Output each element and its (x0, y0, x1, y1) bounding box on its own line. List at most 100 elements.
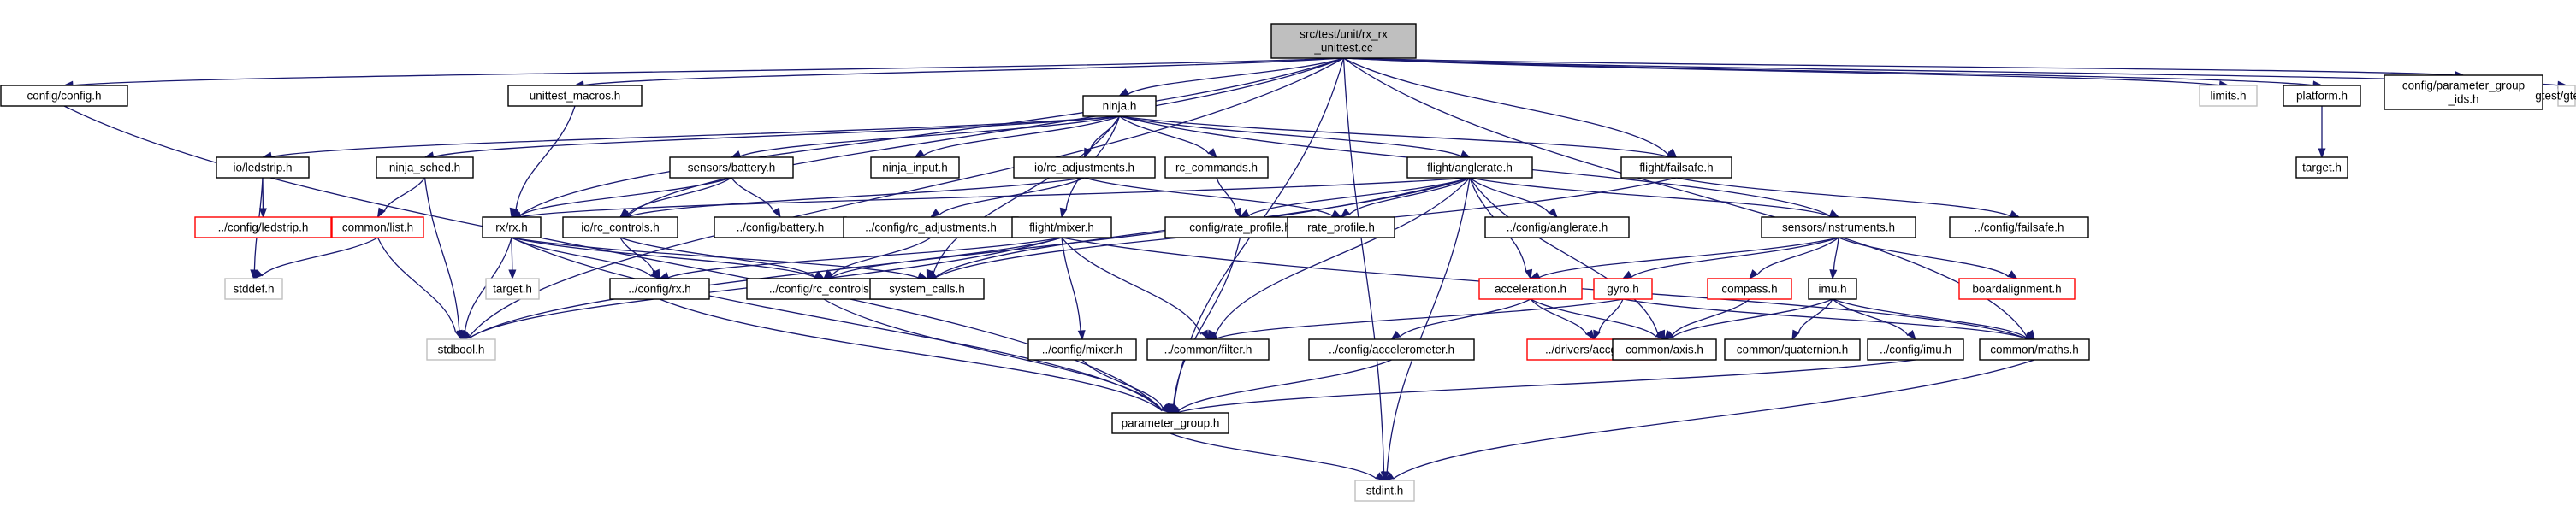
node-imu[interactable]: imu.h (1808, 278, 1857, 300)
edge-ninja_sched-to-common_list (376, 177, 426, 219)
node-box (562, 216, 678, 238)
node-rc-commands[interactable]: rc_commands.h (1164, 156, 1269, 179)
node-box (869, 278, 985, 300)
node-label: io/rc_controls.h (581, 221, 660, 234)
node-target-top[interactable]: target.h (2295, 156, 2348, 179)
node-param-group-ids[interactable]: config/parameter_group_ids.h (2384, 74, 2543, 110)
edge-flight_anglerate-to-sensors_instruments (1469, 177, 1840, 218)
node-label: platform.h (2296, 90, 2348, 103)
edge-common_list-to-stddef (252, 237, 378, 279)
node-flight-mixer[interactable]: flight/mixer.h (1011, 216, 1112, 238)
node-rx-rx[interactable]: rx/rx.h (482, 216, 542, 238)
node-config-config[interactable]: config/config.h (0, 85, 128, 107)
node-ninja[interactable]: ninja.h (1082, 95, 1157, 117)
node-box (1027, 338, 1137, 361)
node-label: compass.h (1721, 283, 1777, 296)
node-label: rc_commands.h (1175, 162, 1258, 174)
node-label: _ids.h (2447, 93, 2478, 106)
node-box (1270, 23, 1417, 59)
node-box (1612, 338, 1717, 361)
node-config-ledstrip[interactable]: ../config/ledstrip.h (194, 216, 332, 238)
node-config-accelerometer[interactable]: ../config/accelerometer.h (1308, 338, 1475, 361)
node-box (2295, 156, 2348, 179)
node-box (609, 278, 710, 300)
node-label: target.h (493, 283, 532, 296)
edge-ninja-to-io_rc_adjustments (1083, 115, 1121, 159)
node-box (1308, 338, 1475, 361)
node-ninja-input[interactable]: ninja_input.h (870, 156, 960, 179)
node-box (507, 85, 643, 107)
node-label: ../config/rc_adjustments.h (865, 221, 997, 234)
edge-sensors_instruments-to-compass (1749, 237, 1839, 280)
node-rate-profile[interactable]: rate_profile.h (1287, 216, 1395, 238)
node-box (216, 156, 310, 179)
node-label: ../config/mixer.h (1042, 344, 1123, 356)
edge-flight_anglerate-to-common_filter (1207, 177, 1471, 341)
node-box (1287, 216, 1395, 238)
node-io-ledstrip[interactable]: io/ledstrip.h (216, 156, 310, 179)
edge-platform-to-target_top (2318, 105, 2326, 159)
node-config-anglerate[interactable]: ../config/anglerate.h (1484, 216, 1630, 238)
edge-parameter_group-to-stdint (1170, 432, 1386, 481)
edge-config_accelerometer-to-parameter_group (1169, 359, 1392, 414)
edge-root-to-stdint (1342, 57, 1389, 482)
edge-ninja_sched-to-stdbool (423, 177, 465, 341)
node-ninja-sched[interactable]: ninja_sched.h (376, 156, 474, 179)
node-box (1484, 216, 1630, 238)
node-label: stdbool.h (438, 344, 485, 356)
node-box (1406, 156, 1533, 179)
node-system-calls[interactable]: system_calls.h (869, 278, 985, 300)
node-box (1979, 338, 2090, 361)
node-boardalignment[interactable]: boardalignment.h (1958, 278, 2076, 300)
node-common-list[interactable]: common/list.h (331, 216, 424, 238)
node-config-mixer[interactable]: ../config/mixer.h (1027, 338, 1137, 361)
node-config-rc-adjustments[interactable]: ../config/rc_adjustments.h (843, 216, 1019, 238)
node-sensors-instruments[interactable]: sensors/instruments.h (1761, 216, 1916, 238)
node-box (2199, 85, 2258, 107)
edge-acceleration-to-common_axis (1530, 298, 1666, 340)
node-io-rc-adjustments[interactable]: io/rc_adjustments.h (1013, 156, 1156, 179)
node-label: imu.h (1818, 283, 1846, 296)
node-config-rx[interactable]: ../config/rx.h (609, 278, 710, 300)
node-config-imu[interactable]: ../config/imu.h (1867, 338, 1964, 361)
node-stdint: stdint.h (1354, 480, 1415, 502)
node-flight-anglerate[interactable]: flight/anglerate.h (1406, 156, 1533, 179)
node-parameter-group[interactable]: parameter_group.h (1111, 412, 1229, 434)
node-label: gyro.h (1607, 283, 1639, 296)
node-sensors-battery[interactable]: sensors/battery.h (669, 156, 794, 179)
edge-rx_rx-to-system_calls (511, 237, 928, 279)
node-label: common/axis.h (1626, 344, 1703, 356)
node-label: config/config.h (27, 90, 101, 103)
edge-root-to-flight_failsafe (1343, 57, 1678, 159)
node-box (426, 338, 496, 361)
node-compass[interactable]: compass.h (1707, 278, 1792, 300)
node-config-failsafe[interactable]: ../config/failsafe.h (1949, 216, 2089, 238)
edge-sensors_battery-to-rx_rx (510, 177, 732, 218)
edge-io_rc_adjustments-to-rate_profile (1084, 177, 1342, 218)
node-flight-failsafe[interactable]: flight/failsafe.h (1620, 156, 1732, 179)
node-common-filter[interactable]: ../common/filter.h (1146, 338, 1270, 361)
edge-common_list-to-stdbool (376, 237, 463, 341)
node-box (1949, 216, 2089, 238)
edge-layer (62, 57, 2568, 482)
node-gyro[interactable]: gyro.h (1593, 278, 1653, 300)
node-config-battery[interactable]: ../config/battery.h (714, 216, 847, 238)
node-box (1620, 156, 1732, 179)
node-io-rc-controls[interactable]: io/rc_controls.h (562, 216, 678, 238)
node-label: unittest_macros.h (530, 90, 621, 103)
node-root[interactable]: src/test/unit/rx_rx_unittest.cc (1270, 23, 1417, 59)
node-common-maths[interactable]: common/maths.h (1979, 338, 2090, 361)
edge-ninja-to-io_ledstrip (261, 115, 1120, 160)
node-label: flight/anglerate.h (1427, 162, 1513, 174)
node-label: boardalignment.h (1972, 283, 2061, 296)
node-box (485, 278, 540, 300)
edge-config_mixer-to-parameter_group (1081, 359, 1171, 415)
node-acceleration[interactable]: acceleration.h (1478, 278, 1583, 300)
node-common-axis[interactable]: common/axis.h (1612, 338, 1717, 361)
node-platform[interactable]: platform.h (2283, 85, 2361, 107)
node-label: limits.h (2210, 90, 2246, 103)
node-unittest-macros[interactable]: unittest_macros.h (507, 85, 643, 107)
node-common-quaternion[interactable]: common/quaternion.h (1724, 338, 1861, 361)
node-label: parameter_group.h (1122, 417, 1220, 430)
edge-imu-to-common_quaternion (1791, 298, 1833, 341)
